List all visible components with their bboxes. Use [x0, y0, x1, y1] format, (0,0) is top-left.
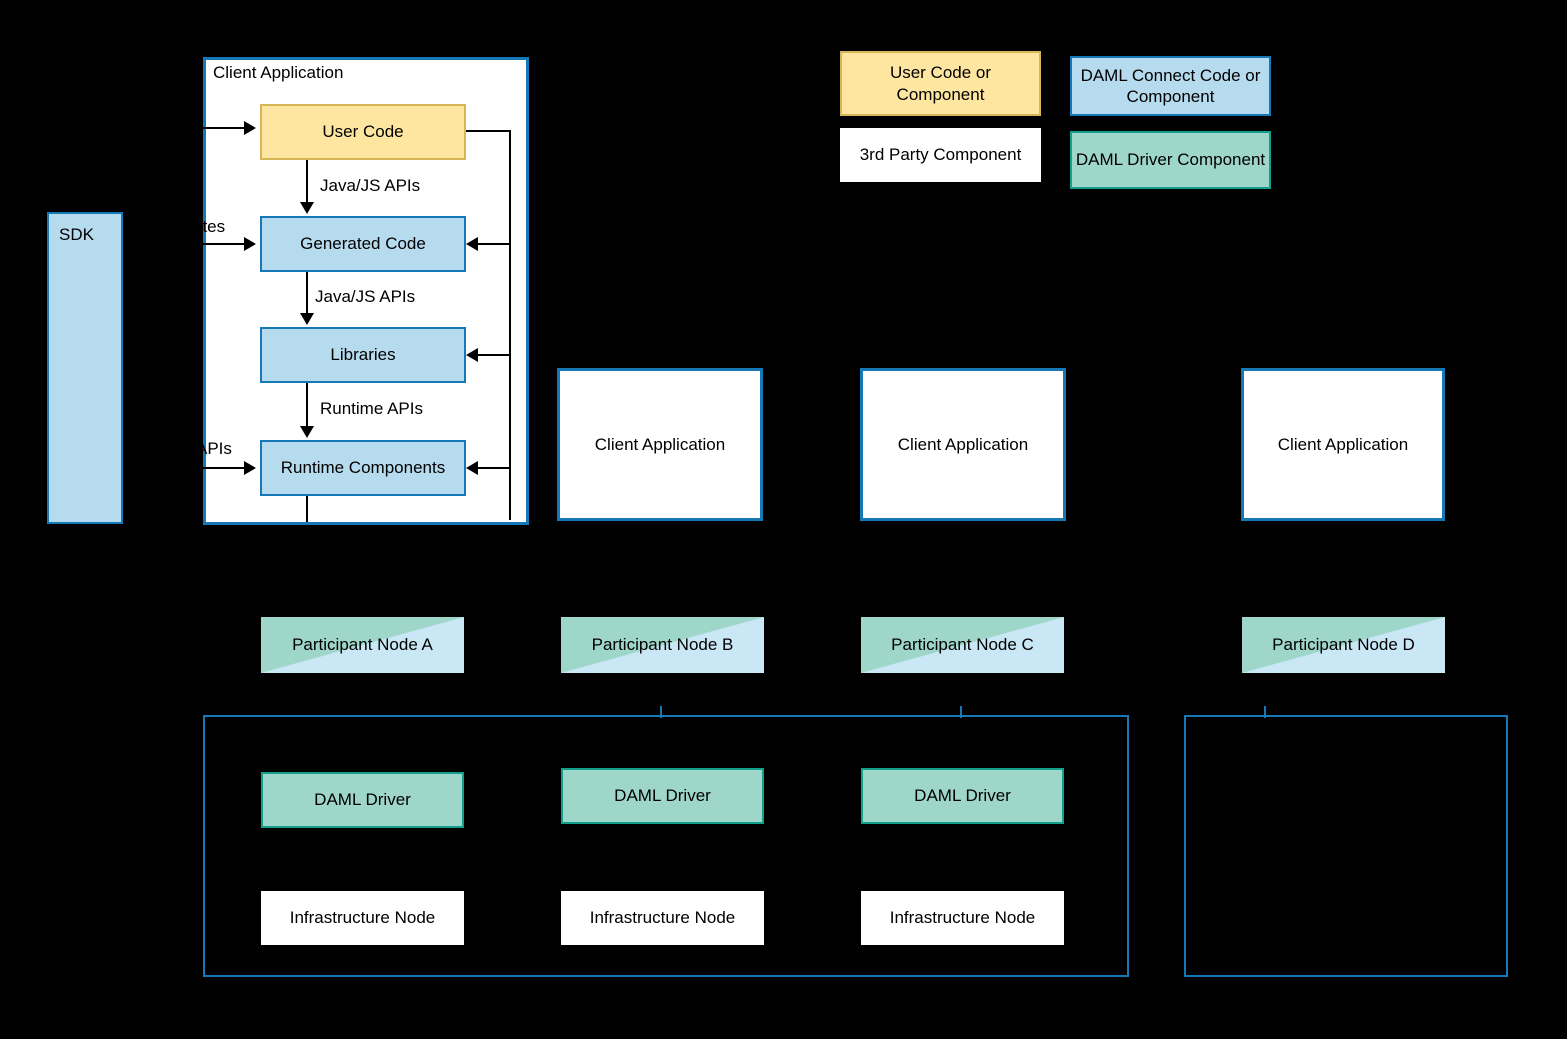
client-application-label-b: Client Application: [594, 434, 726, 454]
user-code-box[interactable]: User Code: [260, 104, 466, 160]
participant-node-c-label: Participant Node C: [891, 635, 1034, 655]
participant-node-b-label: Participant Node B: [591, 635, 734, 655]
infrastructure-container-left[interactable]: [203, 715, 1129, 977]
connector-participant-d-container: [1264, 706, 1266, 718]
edge-label-java-js-apis-1: Java/JS APIs: [320, 176, 421, 195]
connector-bus-libraries: [478, 354, 511, 356]
edge-label-apis-clipped: APIs: [196, 439, 232, 458]
daml-driver-c-label: DAML Driver: [914, 786, 1011, 806]
legend-third-party-box: 3rd Party Component: [840, 128, 1041, 182]
arrowhead-runtimecomponents-in: [244, 461, 256, 475]
runtime-components-label: Runtime Components: [280, 458, 446, 478]
daml-driver-b[interactable]: DAML Driver: [561, 768, 764, 824]
infrastructure-node-a-label: Infrastructure Node: [289, 908, 436, 928]
sdk-label: SDK: [59, 225, 94, 244]
connector-sdk-runtimecomponents: [196, 467, 246, 469]
client-application-box-b[interactable]: Client Application: [557, 368, 763, 521]
connector-libraries-runtimecomponents: [306, 383, 308, 428]
participant-node-d-label: Participant Node D: [1272, 635, 1415, 655]
participant-node-c[interactable]: Participant Node C: [861, 617, 1064, 673]
client-application-label-c: Client Application: [897, 434, 1029, 454]
legend-third-party-label: 3rd Party Component: [859, 145, 1022, 165]
infrastructure-node-b-label: Infrastructure Node: [589, 908, 736, 928]
client-application-box-d[interactable]: Client Application: [1241, 368, 1445, 521]
libraries-box[interactable]: Libraries: [260, 327, 466, 383]
connector-generatedcode-libraries: [306, 272, 308, 315]
participant-node-d[interactable]: Participant Node D: [1242, 617, 1445, 673]
client-application-label-d: Client Application: [1277, 434, 1409, 454]
arrowhead-generatedcode: [300, 202, 314, 214]
generated-code-box[interactable]: Generated Code: [260, 216, 466, 272]
client-application-detail-title: Client Application: [213, 63, 344, 82]
legend-user-code-box: User Code or Component: [840, 51, 1041, 116]
infrastructure-node-c-label: Infrastructure Node: [889, 908, 1036, 928]
arrowhead-bus-generatedcode: [466, 237, 478, 251]
infrastructure-node-a[interactable]: Infrastructure Node: [261, 891, 464, 945]
connector-participant-a-container: [660, 706, 662, 718]
connector-sdk-generatedcode: [196, 243, 246, 245]
daml-driver-c[interactable]: DAML Driver: [861, 768, 1064, 824]
connector-bus-generatedcode: [478, 243, 511, 245]
edge-label-runtime-apis: Runtime APIs: [320, 399, 423, 418]
arrowhead-runtimecomponents: [300, 426, 314, 438]
arrowhead-bus-libraries: [466, 348, 478, 362]
generated-code-label: Generated Code: [300, 234, 426, 254]
infrastructure-container-right[interactable]: [1184, 715, 1508, 977]
arrowhead-libraries: [300, 313, 314, 325]
participant-node-a-label: Participant Node A: [292, 635, 433, 655]
libraries-label: Libraries: [330, 345, 396, 365]
arrowhead-usercode-in: [244, 121, 256, 135]
legend-daml-connect-label: DAML Connect Code or Component: [1080, 65, 1261, 106]
edge-label-generates-clipped: ates: [193, 217, 226, 236]
daml-driver-a-label: DAML Driver: [314, 790, 411, 810]
participant-node-b[interactable]: Participant Node B: [561, 617, 764, 673]
runtime-components-box[interactable]: Runtime Components: [260, 440, 466, 496]
connector-runtimecomponents-out: [306, 496, 308, 522]
sdk-box[interactable]: SDK: [47, 212, 123, 524]
arrowhead-generatedcode-in: [244, 237, 256, 251]
legend-daml-driver-label: DAML Driver Component: [1075, 150, 1266, 170]
legend-user-code-label: User Code or Component: [889, 63, 992, 104]
connector-usercode-generatedcode: [306, 160, 308, 204]
connector-usercode-bus-top: [466, 130, 511, 132]
client-application-box-c[interactable]: Client Application: [860, 368, 1066, 521]
legend-daml-connect-box: DAML Connect Code or Component: [1070, 56, 1271, 116]
arrowhead-bus-runtimecomponents: [466, 461, 478, 475]
infrastructure-node-c[interactable]: Infrastructure Node: [861, 891, 1064, 945]
legend-daml-driver-box: DAML Driver Component: [1070, 131, 1271, 189]
infrastructure-node-b[interactable]: Infrastructure Node: [561, 891, 764, 945]
daml-driver-b-label: DAML Driver: [614, 786, 711, 806]
connector-sdk-usercode: [196, 127, 246, 129]
connector-feedback-bus: [509, 130, 511, 520]
connector-bus-runtimecomponents: [478, 467, 511, 469]
daml-driver-a[interactable]: DAML Driver: [261, 772, 464, 828]
participant-node-a[interactable]: Participant Node A: [261, 617, 464, 673]
user-code-label: User Code: [322, 122, 404, 142]
edge-label-java-js-apis-2: Java/JS APIs: [315, 287, 416, 306]
connector-participant-b-container: [960, 706, 962, 718]
